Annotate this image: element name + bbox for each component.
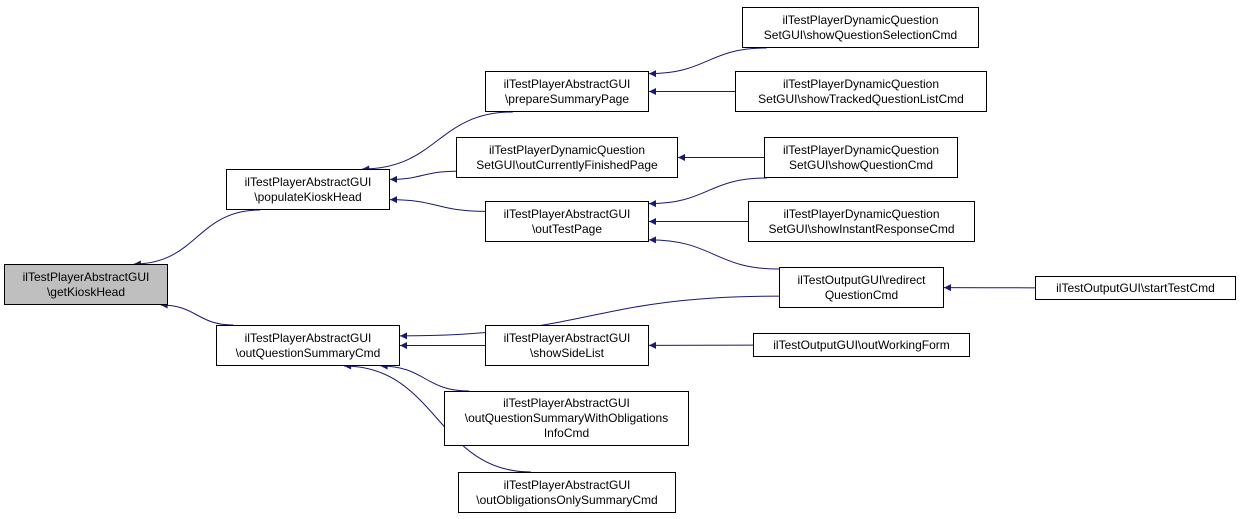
node-outquestionsummarycmd[interactable]: ilTestPlayerAbstractGUI \outQuestionSumm… (216, 325, 400, 366)
node-populatekioskhead[interactable]: ilTestPlayerAbstractGUI \populateKioskHe… (226, 169, 390, 210)
node-label-line: ilTestPlayerAbstractGUI (244, 330, 372, 345)
node-showtrackedquestionlistcmd[interactable]: ilTestPlayerDynamicQuestion SetGUI\showT… (735, 71, 987, 112)
edge-arrow-n8-n5 (648, 177, 767, 208)
node-label-line: \outQuestionSummaryCmd (235, 345, 381, 360)
node-label-line: ilTestPlayerAbstractGUI (503, 206, 631, 221)
node-outworkingform[interactable]: ilTestOutputGUI\outWorkingForm (753, 333, 970, 357)
node-label-line: \outObligationsOnlySummaryCmd (476, 492, 658, 507)
node-label-line: ilTestPlayerAbstractGUI (22, 269, 150, 284)
node-label-line: ilTestPlayerDynamicQuestion (782, 76, 940, 91)
node-label-line: InfoCmd (543, 426, 590, 440)
node-showquestioncmd[interactable]: ilTestPlayerDynamicQuestion SetGUI\showQ… (764, 137, 958, 178)
node-outcurrentlyfinishedpage[interactable]: ilTestPlayerDynamicQuestion SetGUI\outCu… (456, 137, 678, 178)
node-label-line: ilTestPlayerAbstractGUI (244, 174, 372, 189)
node-label-line: ilTestPlayerAbstractGUI (503, 477, 631, 492)
edge-arrow-n6-n3 (648, 47, 767, 78)
node-label-line: ilTestPlayerAbstractGUI (503, 76, 631, 91)
edge-arrow-n3-n1 (362, 111, 513, 173)
node-label-line: ilTestPlayerAbstractGUI (503, 330, 631, 345)
node-label-line: ilTestPlayerDynamicQuestion (782, 142, 940, 157)
edge-arrow-n10-n5 (648, 236, 780, 270)
node-getkioskhead: ilTestPlayerAbstractGUI \getKioskHead (4, 264, 168, 305)
node-redirectquestioncmd[interactable]: ilTestOutputGUI\redirect QuestionCmd (779, 267, 944, 308)
node-label-line: ilTestPlayerDynamicQuestion (782, 12, 939, 27)
node-label-line: \outTestPage (531, 221, 603, 236)
node-starttestcmd[interactable]: ilTestOutputGUI\startTestCmd (1035, 276, 1236, 300)
node-label-line: SetGUI\showQuestionSelectionCmd (763, 27, 958, 42)
node-label-line: ilTestPlayerDynamicQuestion (488, 142, 646, 157)
node-label-line: ilTestPlayerDynamicQuestion (783, 206, 940, 221)
edge-arrow-n13-n2 (344, 362, 531, 473)
node-label-line: ilTestOutputGUI\outWorkingForm (773, 337, 950, 352)
node-label-line: ilTestPlayerAbstractGUI (503, 396, 630, 410)
node-label-line: \getKioskHead (46, 284, 126, 299)
edge-arrow-n1-n0 (133, 209, 261, 268)
node-showsidelist[interactable]: ilTestPlayerAbstractGUI \showSideList (485, 325, 649, 366)
node-label-line: QuestionCmd (824, 287, 899, 302)
node-label-line: SetGUI\outCurrentlyFinishedPage (476, 157, 658, 172)
edge-arrow-n10-n2 (399, 295, 780, 340)
node-label-line: \showSideList (529, 345, 605, 360)
edge-arrow-n4-n1 (389, 170, 457, 183)
node-label-line: ilTestOutputGUI\startTestCmd (1056, 280, 1215, 295)
node-label-line: \outQuestionSummaryWithObligations (464, 411, 669, 425)
node-showinstantresponsecmd[interactable]: ilTestPlayerDynamicQuestion SetGUI\showI… (748, 201, 975, 242)
node-label-line: \prepareSummaryPage (504, 91, 630, 106)
node-preparesummarypage[interactable]: ilTestPlayerAbstractGUI \prepareSummaryP… (485, 71, 649, 112)
node-outquestionsummarywithobligationsinfocmd[interactable]: ilTestPlayerAbstractGUI \outQuestionSumm… (444, 391, 689, 446)
node-label-line: SetGUI\showInstantResponseCmd (768, 221, 955, 236)
edge-arrow-n2-n0 (160, 301, 234, 326)
node-label-line: ilTestOutputGUI\redirect (797, 272, 926, 287)
edge-arrow-n5-n1 (389, 196, 486, 212)
node-label-line: SetGUI\showTrackedQuestionListCmd (758, 91, 964, 106)
node-label-line: \populateKioskHead (254, 189, 362, 204)
edge-arrow-n12-n2 (380, 362, 470, 392)
node-showquestionselectioncmd[interactable]: ilTestPlayerDynamicQuestion SetGUI\showQ… (742, 7, 979, 48)
node-outobligationsonlysummarycmd[interactable]: ilTestPlayerAbstractGUI \outObligationsO… (458, 472, 676, 513)
node-label-line: SetGUI\showQuestionCmd (788, 157, 934, 172)
node-outtestpage[interactable]: ilTestPlayerAbstractGUI \outTestPage (485, 201, 649, 242)
